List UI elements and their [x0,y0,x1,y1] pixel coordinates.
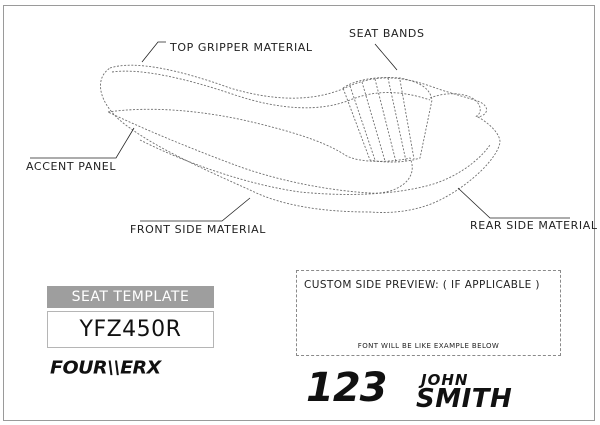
brand-logo: FOUR\\ERX [50,357,161,379]
example-race-number: 123 [306,365,387,411]
label-top-gripper-material: TOP GRIPPER MATERIAL [170,41,313,54]
template-frame [3,5,595,421]
seat-band-5 [399,79,415,160]
top-gripper-line [111,70,431,109]
leader-rear-side [457,187,570,219]
seat-band-4 [387,77,407,162]
leader-front-side [140,197,251,222]
seat-band-3 [374,78,397,163]
label-accent-panel: ACCENT PANEL [26,160,117,173]
custom-side-preview-box: CUSTOM SIDE PREVIEW: ( IF APPLICABLE ) F… [296,270,561,356]
rear-tail-curl [429,93,481,118]
label-rear-side-material: REAR SIDE MATERIAL [470,219,598,232]
side-panel-line [139,139,491,195]
example-last-name: SMITH [416,384,513,414]
label-front-side-material: FRONT SIDE MATERIAL [130,223,266,236]
seat-band-1 [349,85,376,161]
font-example-note: FONT WILL BE LIKE EXAMPLE BELOW [357,342,500,350]
example-first-name: JOHN [421,371,469,389]
label-seat-bands: SEAT BANDS [349,27,425,40]
seat-outline [100,64,501,213]
leader-top-gripper [141,41,166,63]
custom-side-preview-title: CUSTOM SIDE PREVIEW: ( IF APPLICABLE ) [304,279,540,291]
seat-bands-outline [342,77,433,163]
seat-template-header: SEAT TEMPLATE [47,286,214,308]
accent-panel-outline [106,108,413,194]
leader-seat-bands [374,43,398,71]
leader-accent-panel [30,127,135,159]
seat-band-2 [361,81,386,162]
model-name: YFZ450R [47,311,214,348]
